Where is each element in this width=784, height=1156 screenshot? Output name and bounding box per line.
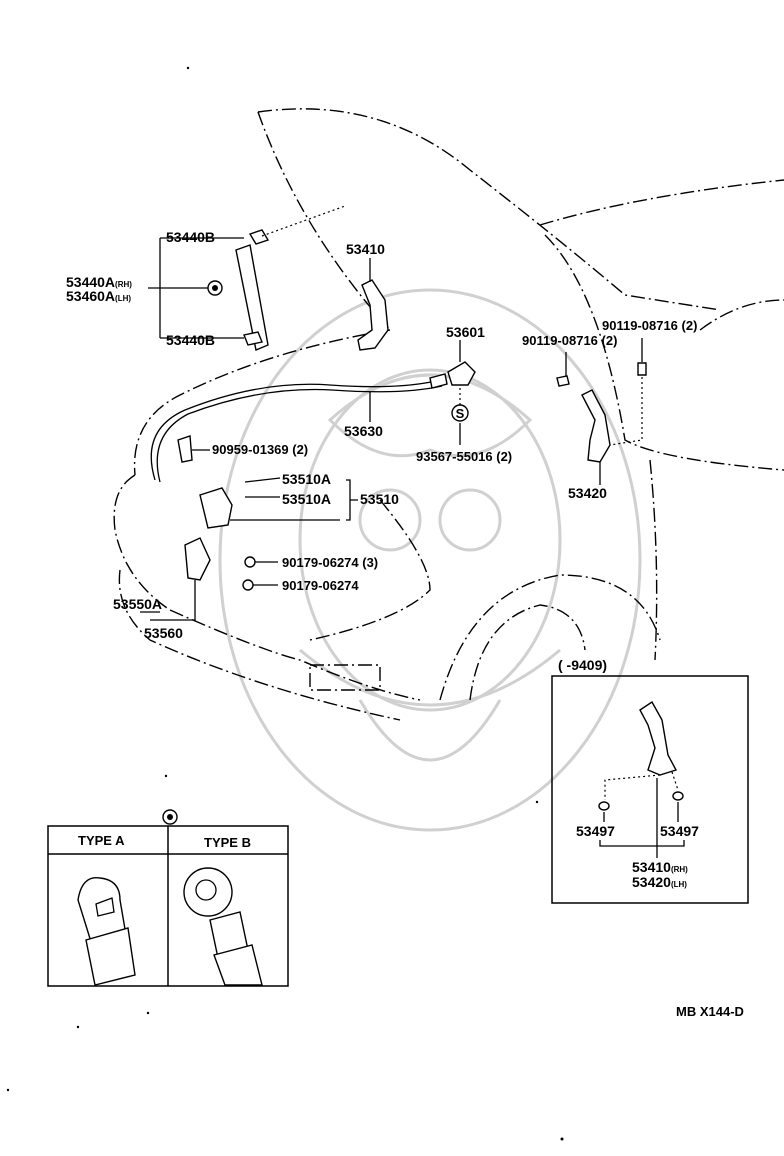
latch-bolts	[242, 556, 278, 591]
foglamp	[309, 664, 381, 691]
inset-period-label: ( -9409)	[558, 657, 607, 673]
bumper-upper	[113, 474, 171, 611]
hinge-rh-part	[357, 258, 389, 351]
pillar	[699, 299, 784, 331]
windshield-line	[544, 234, 784, 471]
washer-left-part	[598, 801, 610, 811]
stay-end-lower-label: 53440B	[166, 332, 215, 348]
latch-upper-label: 53510A	[282, 471, 331, 487]
type-b-label: TYPE B	[204, 835, 251, 850]
type-b-end-part	[183, 867, 263, 986]
type-a-end-part	[77, 876, 136, 986]
stay-lh-label: 53460A(LH)	[66, 288, 131, 304]
bumper-lower	[118, 569, 401, 721]
clip-part	[177, 435, 210, 463]
hood-stay-assembly	[148, 205, 346, 351]
bolt-hinge-b-label: 90119-08716 (2)	[602, 318, 697, 333]
front-face	[169, 609, 421, 701]
cowl-line	[539, 179, 784, 226]
car-body-outline	[113, 108, 784, 721]
wheel-arch	[439, 574, 661, 701]
inset-hinge-lh-label: 53420(LH)	[632, 874, 687, 890]
cable-label: 53630	[344, 423, 383, 439]
handle-label: 53601	[446, 324, 485, 340]
fender-top	[133, 329, 391, 476]
hood-left-edge	[257, 111, 391, 331]
latch-assy-label: 53510	[360, 491, 399, 507]
stay-rh-label: 53440A(RH)	[66, 274, 132, 290]
clip-label: 90959-01369 (2)	[212, 442, 308, 457]
latch-lower-label: 53510A	[282, 491, 331, 507]
washer-right-part	[672, 791, 684, 801]
type-a-label: TYPE A	[78, 833, 125, 848]
handle-part: S	[447, 340, 476, 445]
hood-latch-part	[199, 477, 358, 529]
hood-open-outline	[257, 108, 721, 311]
inset-washer-right-label: 53497	[660, 823, 699, 839]
fender-side	[649, 459, 658, 661]
hinge-lh-label: 53420	[568, 485, 607, 501]
stay-end-upper-label: 53440B	[166, 229, 215, 245]
stay-type-table: TYPE A TYPE B	[47, 809, 289, 987]
inset-hinge-rh-label: 53410(RH)	[632, 859, 688, 875]
scan-specks	[6, 66, 564, 1141]
inset-hinge-part	[639, 700, 678, 776]
bolt-3-label: 90179-06274 (3)	[282, 555, 378, 570]
bolt-1-label: 90179-06274	[282, 578, 359, 593]
diagram-code-label: MB X144-D	[676, 1004, 744, 1019]
hood-cable-part	[150, 373, 448, 483]
screw-s-label: 93567-55016 (2)	[416, 449, 512, 464]
inset-panel: ( -9409) 53497 53497 53410(RH) 53420(LH)	[551, 657, 749, 904]
s-mark-icon	[451, 404, 469, 422]
support-a-label: 53550A	[113, 596, 162, 612]
hinge-rh-label: 53410	[346, 241, 385, 257]
hinge-lh-part	[556, 338, 647, 485]
support-label: 53560	[144, 625, 183, 641]
inset-washer-left-label: 53497	[576, 823, 615, 839]
stay-upper-end-part	[248, 229, 270, 245]
hood-support-part	[140, 537, 211, 621]
s-mark-label: S	[456, 406, 465, 421]
watermark-emblem	[218, 288, 642, 832]
headlamp-line	[309, 499, 431, 641]
wheel	[469, 604, 586, 701]
stay-lower-end-part	[243, 331, 263, 346]
gas-stay-part	[235, 244, 269, 351]
bolt-hinge-a-label: 90119-08716 (2)	[522, 333, 617, 348]
